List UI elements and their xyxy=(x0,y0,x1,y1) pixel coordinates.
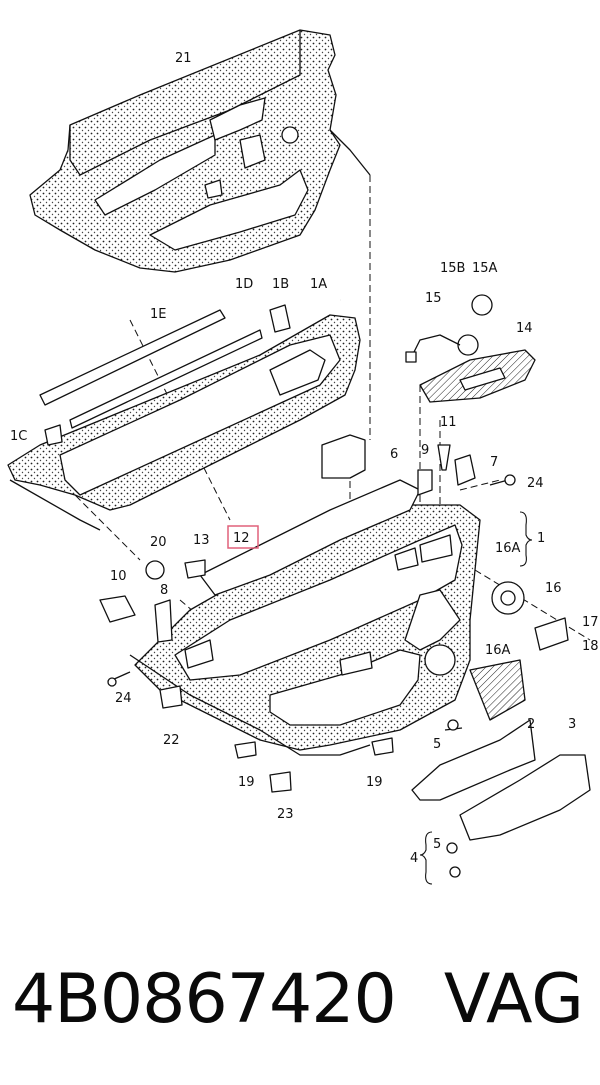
label-16: 16 xyxy=(545,581,562,596)
label-21: 21 xyxy=(175,51,192,66)
label-22: 22 xyxy=(163,733,180,748)
braces xyxy=(419,511,533,885)
clip-left xyxy=(234,741,257,759)
label-5a: 5 xyxy=(433,737,441,752)
clip-right xyxy=(371,737,394,756)
label-15: 15 xyxy=(425,291,442,306)
label-2: 2 xyxy=(527,717,535,732)
switch-part xyxy=(534,617,569,651)
clip-bottom xyxy=(269,771,292,793)
label-1c: 1C xyxy=(10,429,27,444)
label-1e: 1E xyxy=(150,307,167,322)
label-14: 14 xyxy=(516,321,533,336)
label-19a: 19 xyxy=(238,775,255,790)
label-1d: 1D xyxy=(235,277,253,292)
label-11: 11 xyxy=(440,415,457,430)
label-18: 18 xyxy=(582,639,599,654)
label-23: 23 xyxy=(277,807,294,822)
label-1: 1 xyxy=(537,531,545,546)
armrest-assembly xyxy=(411,719,591,878)
upper-trim-strip xyxy=(7,304,361,531)
holder-part xyxy=(321,434,366,479)
label-8: 8 xyxy=(160,583,168,598)
label-20: 20 xyxy=(150,535,167,550)
brand-name: VAG xyxy=(443,960,584,1039)
label-16a: 16A xyxy=(495,541,521,556)
part-number: 4B0867420 xyxy=(12,960,397,1039)
label-1a: 1A xyxy=(310,277,327,292)
label-3: 3 xyxy=(568,717,576,732)
label-13: 13 xyxy=(193,533,210,548)
label-15b: 15B xyxy=(440,261,465,276)
label-1b: 1B xyxy=(272,277,289,292)
label-17: 17 xyxy=(582,615,599,630)
label-12: 12 xyxy=(233,531,250,546)
insulation-panel xyxy=(29,29,371,273)
fasteners xyxy=(417,444,516,496)
main-door-panel xyxy=(129,479,481,756)
label-19b: 19 xyxy=(366,775,383,790)
label-10: 10 xyxy=(110,569,127,584)
label-24b: 24 xyxy=(115,691,132,706)
highlight-box xyxy=(227,525,259,549)
label-5b: 5 xyxy=(433,837,441,852)
exploded-parts-diagram: 21 1D 1B 1A 1E 1C 15B 15A 15 14 11 6 9 7… xyxy=(7,29,599,885)
label-16a-lower: 16A xyxy=(485,643,511,658)
label-4: 4 xyxy=(410,851,418,866)
handle-assembly xyxy=(405,294,536,403)
left-small-parts xyxy=(99,559,206,709)
footer: 4B0867420 VAG xyxy=(0,955,600,1045)
label-7: 7 xyxy=(490,455,498,470)
label-15a: 15A xyxy=(472,261,498,276)
label-9: 9 xyxy=(421,443,429,458)
label-24a: 24 xyxy=(527,476,544,491)
speaker-grille xyxy=(469,659,526,721)
label-6: 6 xyxy=(390,447,398,462)
